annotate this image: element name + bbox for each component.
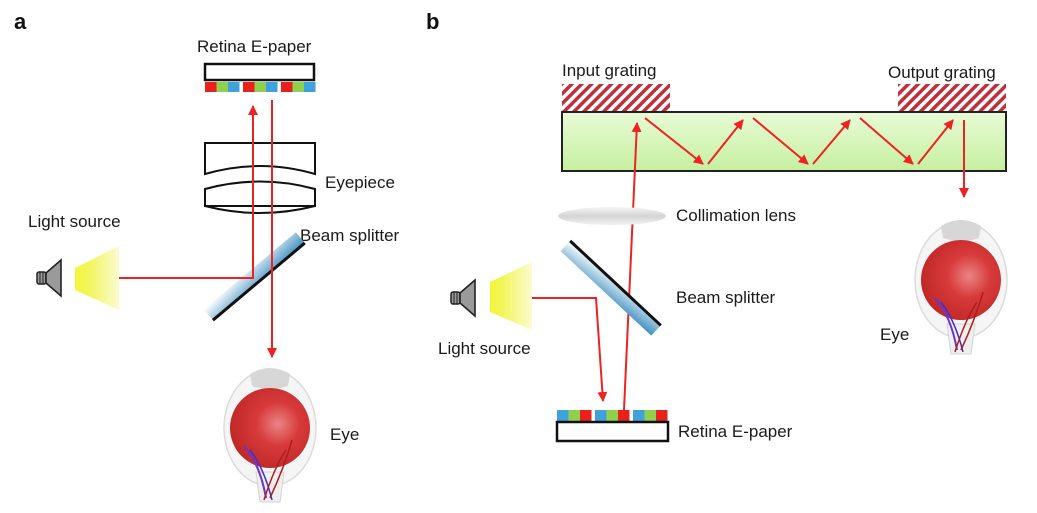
panel-b-pixel-strip [557, 410, 668, 421]
pixel-red [243, 82, 255, 92]
pixel-green [606, 410, 618, 421]
pixel-green [292, 82, 304, 92]
pixel-green [644, 410, 656, 421]
pixel-blue [557, 410, 569, 421]
panel-b-output-grating-label: Output grating [888, 63, 996, 82]
panel-a-eye-label: Eye [330, 425, 359, 444]
pixel-red [205, 82, 217, 92]
panel-a-retina-epaper-label: Retina E-paper [197, 37, 312, 56]
pixel-green [254, 82, 266, 92]
lamp-icon [36, 259, 62, 297]
panel-a-beam-splitter [203, 232, 306, 322]
light-beam-cone [75, 246, 119, 310]
pixel-red [580, 410, 592, 421]
panel-a: a Retina E-paper Eyepiece Light source B… [14, 9, 400, 503]
panel-a-eyepiece-label: Eyepiece [325, 173, 395, 192]
light-beam-cone [490, 262, 532, 330]
pixel-blue [633, 410, 645, 421]
panel-b-light-source-label: Light source [438, 339, 531, 358]
panel-a-eye-icon [223, 367, 317, 503]
panel-a-eyepiece [204, 142, 316, 214]
pixel-blue [304, 82, 316, 92]
pixel-red [618, 410, 630, 421]
panel-b-eye-icon [914, 219, 1008, 355]
panel-a-light-source-label: Light source [28, 212, 121, 231]
lamp-icon [450, 279, 476, 317]
panel-b-input-grating-label: Input grating [562, 61, 657, 80]
panel-b-source-ray [532, 297, 608, 402]
pixel-blue [228, 82, 240, 92]
pixel-green [216, 82, 228, 92]
panel-b-collimation-lens-label: Collimation lens [676, 206, 796, 225]
panel-b-output-grating [898, 84, 1006, 112]
panel-b-epaper-substrate [555, 420, 670, 443]
panel-b-eye-label: Eye [880, 325, 909, 344]
panel-a-light-source [36, 246, 119, 310]
panel-a-pixel-strip [205, 82, 316, 92]
panel-b-waveguide [561, 111, 1007, 172]
pixel-blue [266, 82, 278, 92]
panel-b-retina-epaper-label: Retina E-paper [678, 422, 793, 441]
panel-a-letter: a [14, 9, 27, 34]
pixel-blue [595, 410, 607, 421]
panel-b-waveguide-rays [623, 117, 969, 411]
panel-b-input-grating [562, 84, 670, 112]
panel-b-letter: b [426, 9, 439, 34]
panel-b-beam-splitter-label: Beam splitter [676, 288, 776, 307]
panel-b-light-source [450, 262, 532, 330]
panel-b-beam-splitter [560, 239, 662, 336]
panel-b-collimation-lens [558, 207, 666, 225]
pixel-red [281, 82, 293, 92]
panel-a-light-rays [119, 100, 277, 358]
panel-a-beam-splitter-label: Beam splitter [300, 226, 400, 245]
pixel-green [568, 410, 580, 421]
pixel-red [656, 410, 668, 421]
panel-b: b Input grating Output grating Collimati… [426, 9, 1008, 443]
panel-a-epaper-substrate [203, 62, 316, 82]
